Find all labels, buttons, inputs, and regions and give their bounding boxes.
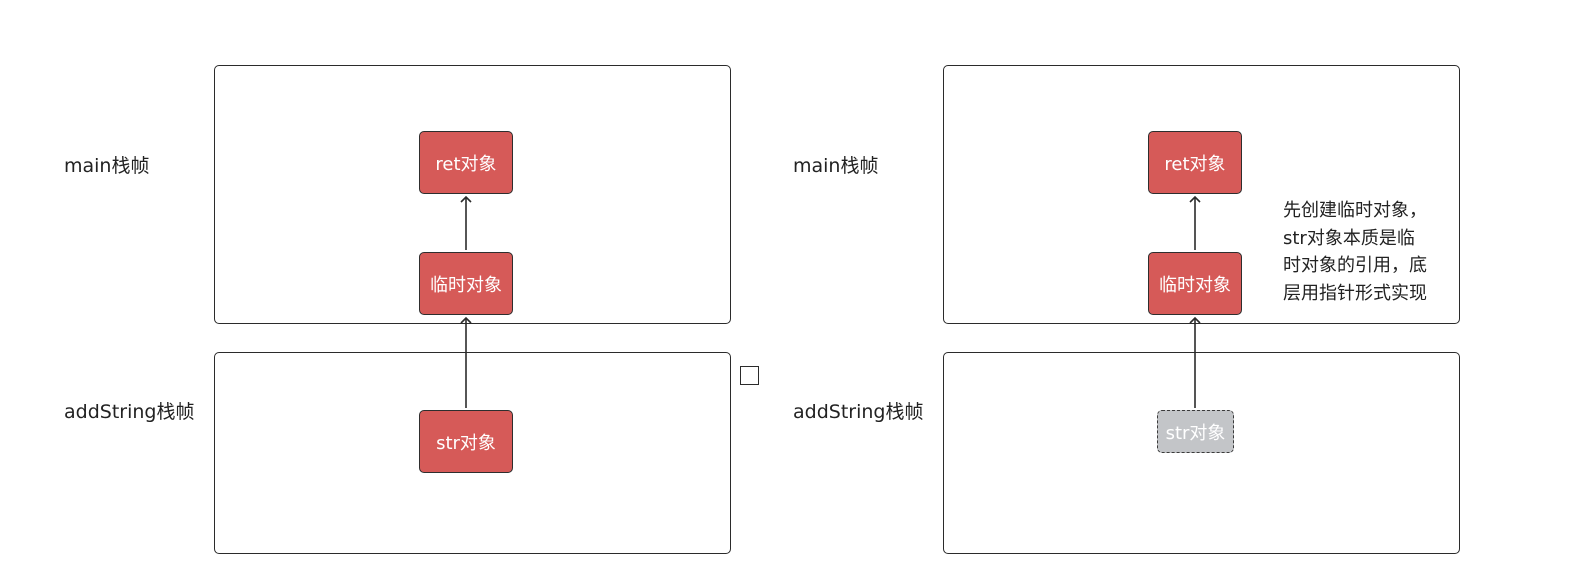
- left-str-object-node: str对象: [419, 410, 513, 473]
- right-ret-object-node: ret对象: [1148, 131, 1242, 194]
- note-line-3: 时对象的引用，底: [1283, 255, 1427, 276]
- left-temp-object-node: 临时对象: [419, 252, 513, 315]
- right-temp-object-node: 临时对象: [1148, 252, 1242, 315]
- small-square-marker: [740, 366, 759, 385]
- right-explanation-note: 先创建临时对象， str对象本质是临 时对象的引用，底 层用指针形式实现: [1283, 197, 1427, 307]
- left-main-frame: [214, 65, 731, 324]
- right-main-frame-label: main栈帧: [793, 155, 879, 177]
- right-addstring-frame-label: addString栈帧: [793, 401, 924, 423]
- left-main-frame-label: main栈帧: [64, 155, 150, 177]
- note-line-4: 层用指针形式实现: [1283, 282, 1427, 304]
- left-addstring-frame: [214, 352, 731, 554]
- note-line-2: str对象本质是临: [1283, 227, 1415, 249]
- right-addstring-frame: [943, 352, 1460, 554]
- left-ret-object-node: ret对象: [419, 131, 513, 194]
- note-line-1: 先创建临时对象，: [1283, 200, 1427, 221]
- right-main-frame: [943, 65, 1460, 324]
- left-addstring-frame-label: addString栈帧: [64, 401, 195, 423]
- right-str-object-ghost-node: str对象: [1157, 410, 1234, 453]
